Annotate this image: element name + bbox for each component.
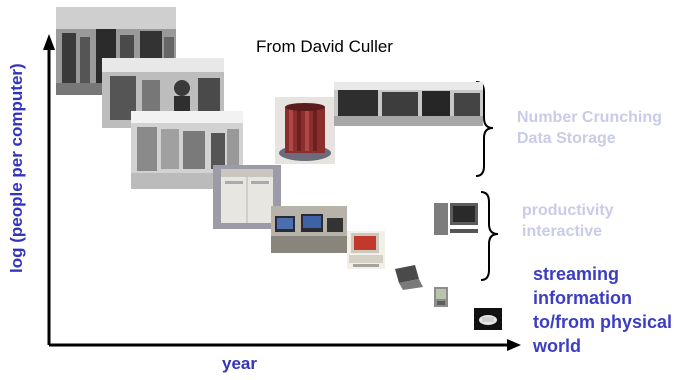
- x-axis-label: year: [222, 354, 257, 373]
- tower-pc-photo: [432, 199, 482, 239]
- group-line: Number Crunching: [517, 109, 662, 126]
- minicomputer-cabinet-photo: [213, 165, 281, 229]
- group-line: to/from physical: [533, 312, 673, 332]
- group-label-streaming: streaming information to/from physical w…: [533, 262, 672, 358]
- brace-productivity: [480, 191, 499, 281]
- y-axis-label: log (people per computer): [7, 63, 26, 273]
- workstation-lab-photo: [271, 206, 347, 253]
- supercomputer-rows-photo: [334, 82, 483, 126]
- cray-supercomputer-photo: [275, 97, 335, 164]
- group-line: streaming: [533, 264, 620, 284]
- y-axis-arrow: [43, 34, 55, 50]
- group-line: interactive: [522, 223, 603, 240]
- group-line: world: [533, 336, 581, 356]
- group-line: Data Storage: [517, 130, 616, 147]
- pda-photo: [434, 287, 448, 307]
- group-label-number-crunching: Number Crunching Data Storage: [517, 107, 662, 149]
- brace-number-crunching: [475, 81, 494, 177]
- group-label-productivity: productivity interactive: [522, 200, 614, 242]
- x-axis-arrow: [507, 339, 521, 351]
- desktop-pc-photo: [347, 231, 385, 269]
- laptop-photo: [391, 263, 425, 291]
- sensor-mote-photo: [474, 308, 502, 330]
- credit-text: From David Culler: [256, 37, 393, 56]
- group-line: information: [533, 288, 632, 308]
- group-line: productivity: [522, 202, 614, 219]
